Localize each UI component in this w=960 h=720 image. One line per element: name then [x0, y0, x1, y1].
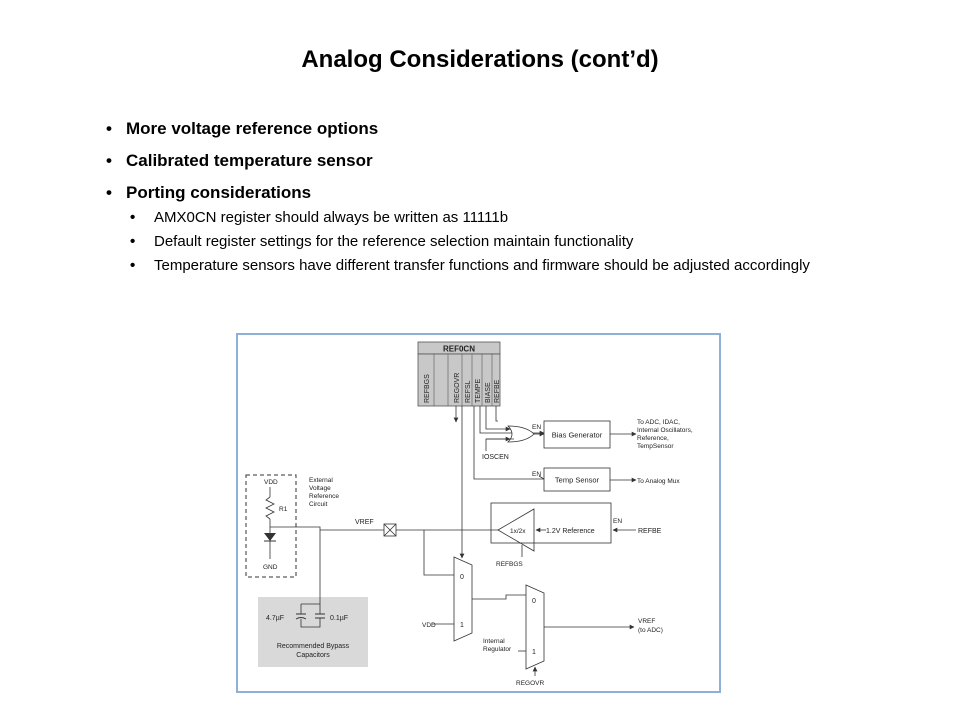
vref-out-line-1: VREF — [638, 618, 655, 625]
bullet-text: Porting considerations — [126, 183, 312, 202]
sub-bullet-item: • AMX0CN register should always be writte… — [106, 208, 826, 228]
bullet-dot: • — [130, 209, 136, 226]
gnd-label: GND — [263, 564, 278, 571]
register-bit-refbgs: REFBGS — [424, 374, 431, 403]
bypass-caption-line-1: Recommended Bypass — [277, 643, 350, 650]
regovr-label: REGOVR — [516, 680, 544, 687]
mux1-one: 1 — [460, 622, 464, 629]
register-bit-refsl: REFSL — [465, 380, 472, 403]
external-reference-circuit: VDD R1 GND External Voltage Reference Ci… — [245, 474, 339, 578]
external-circuit-line-2: Voltage — [309, 485, 331, 492]
vref-pin-icon — [383, 523, 397, 537]
sub-bullet-text: AMX0CN register should always be written… — [154, 209, 509, 226]
or-gate: IOSCEN — [482, 425, 545, 461]
register-signal-lines — [453, 406, 545, 559]
ref0cn-register: REF0CN REFBGS REGOVR REFSL TEMPE BIASE R… — [417, 341, 501, 407]
temp-sensor-label: Temp Sensor — [555, 476, 600, 485]
temp-output-label: To Analog Mux — [637, 478, 680, 485]
bullet-dot: • — [106, 151, 112, 170]
refbgs-label: REFBGS — [496, 561, 523, 568]
register-bit-refbe: REFBE — [494, 379, 501, 403]
bullet-item: • More voltage reference options — [106, 118, 826, 140]
sub-bullet-item: • Default register settings for the refer… — [106, 232, 826, 252]
bullet-text: Calibrated temperature sensor — [126, 151, 373, 170]
vdd-label: VDD — [264, 479, 278, 486]
cap2-label: 0.1µF — [330, 615, 348, 622]
amp-gain-label: 1x/2x — [510, 528, 526, 535]
bias-en-label: EN — [532, 424, 541, 431]
bypass-caption-line-2: Capacitors — [296, 652, 330, 659]
buffer-amplifier: 1x/2x REFBGS — [496, 508, 546, 568]
regulator-line-1: Internal — [483, 638, 505, 645]
bullet-dot: • — [130, 257, 136, 274]
bullet-text: More voltage reference options — [126, 119, 379, 138]
mux1-zero: 0 — [460, 574, 464, 581]
mux2-zero: 0 — [532, 598, 536, 605]
iosc-en-label: IOSCEN — [482, 454, 509, 461]
temp-sensor-block: Temp Sensor EN To Analog Mux — [532, 467, 680, 492]
bullet-item: • Calibrated temperature sensor — [106, 150, 826, 172]
bullet-list: • More voltage reference options • Calibra… — [106, 118, 826, 280]
sub-bullet-text: Default register settings for the refere… — [154, 233, 634, 250]
bullet-item: • Porting considerations — [106, 182, 826, 204]
sub-bullet-text: Temperature sensors have different trans… — [154, 257, 810, 274]
bullet-dot: • — [106, 183, 112, 202]
bias-output-line-1: To ADC, IDAC, — [637, 419, 680, 426]
external-circuit-line-4: Circuit — [309, 501, 328, 508]
zener-diode-icon — [264, 533, 276, 541]
vref-out-line-2: (to ADC) — [638, 627, 663, 634]
regulator-line-2: Regulator — [483, 646, 512, 653]
bypass-capacitors: 4.7µF 0.1µF Recommended Bypass Capacitor… — [258, 597, 368, 667]
bias-generator-label: Bias Generator — [552, 431, 603, 440]
bias-output-line-2: Internal Oscillators, — [637, 427, 693, 434]
bullet-dot: • — [130, 233, 136, 250]
bias-output-line-3: Reference, — [637, 435, 669, 442]
bullet-dot: • — [106, 119, 112, 138]
vref-net — [270, 526, 498, 597]
sub-bullet-item: • Temperature sensors have different tran… — [106, 256, 826, 276]
register-bit-tempe: TEMPE — [475, 379, 482, 403]
external-circuit-line-1: External — [309, 477, 333, 484]
r1-label: R1 — [279, 506, 288, 513]
slide-title: Analog Considerations (cont’d) — [301, 46, 659, 73]
vref-label: VREF — [355, 519, 374, 526]
refbe-en-label: EN — [613, 518, 622, 525]
bias-generator-block: Bias Generator EN To ADC, IDAC, Internal… — [532, 419, 693, 450]
register-name: REF0CN — [443, 345, 475, 354]
voltage-reference-diagram: REF0CN REFBGS REGOVR REFSL TEMPE BIASE R… — [236, 333, 721, 693]
bias-output-line-4: TempSensor — [637, 443, 674, 450]
mux-vref-select: 0 1 VDD — [422, 556, 526, 642]
reference-1v2-block: 1.2V Reference EN REFBE — [490, 502, 662, 544]
cap1-label: 4.7µF — [266, 615, 284, 622]
reference-label: 1.2V Reference — [546, 528, 595, 535]
mux1-vdd-label: VDD — [422, 622, 436, 629]
external-circuit-line-3: Reference — [309, 493, 339, 500]
register-bit-regovr: REGOVR — [454, 373, 461, 403]
temp-en-label: EN — [532, 471, 541, 478]
mux-regulator-select: 0 1 Internal Regulator REGOVR VREF (to A… — [483, 584, 663, 687]
mux2-one: 1 — [532, 649, 536, 656]
resistor-icon — [265, 496, 275, 520]
register-bit-biase: BIASE — [485, 382, 492, 403]
refbe-label: REFBE — [638, 528, 662, 535]
